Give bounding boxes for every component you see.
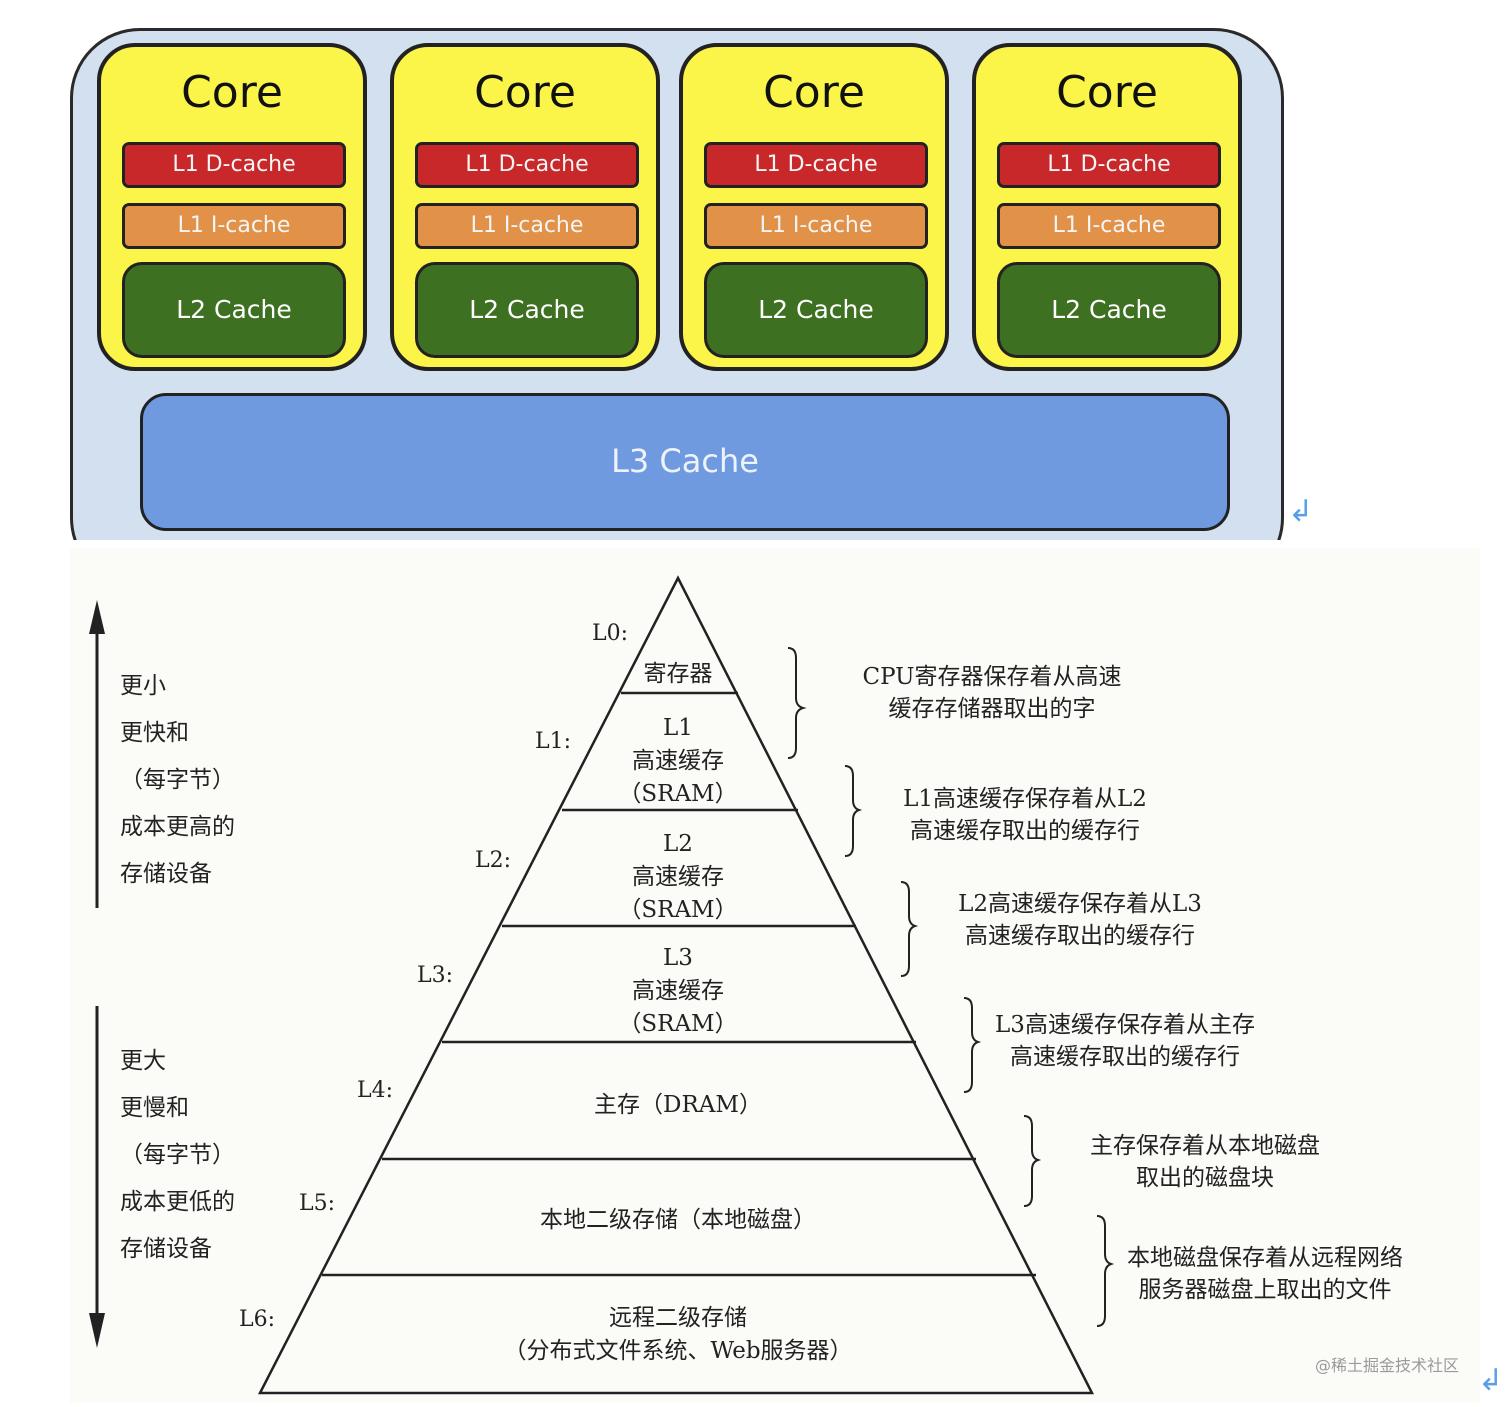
l1-dcache: L1 D-cache [704, 142, 928, 188]
tier-text: L2 [663, 831, 693, 857]
l1-dcache: L1 D-cache [997, 142, 1221, 188]
level-label-l4: L4: [357, 1078, 394, 1103]
note-l1: L1高速缓存保存着从L2 高速缓存取出的缓存行 [815, 783, 1235, 847]
tier-remote-storage: 远程二级存储 （分布式文件系统、Web服务器） [428, 1302, 928, 1368]
l2-cache: L2 Cache [997, 262, 1221, 358]
hierarchy-background [70, 548, 1480, 1403]
l1-dcache: L1 D-cache [122, 142, 346, 188]
brace [1096, 1215, 1115, 1327]
return-icon: ↲ [1478, 1363, 1504, 1398]
core-4: Core L1 D-cache L1 I-cache L2 Cache [972, 43, 1242, 371]
tier-l2-cache: L2 高速缓存 （SRAM） [528, 828, 828, 927]
brace [1023, 1115, 1042, 1207]
tier-l3-cache: L3 高速缓存 （SRAM） [528, 942, 828, 1041]
level-label-l5: L5: [299, 1191, 336, 1216]
pyramid-graphic [89, 575, 1115, 1395]
core-title: Core [474, 67, 576, 118]
brace [844, 765, 863, 857]
note-text: L1高速缓存保存着从L2 [903, 786, 1147, 812]
level-label-l1: L1: [535, 729, 572, 754]
note-text: 本地磁盘保存着从远程网络 [1127, 1245, 1403, 1271]
l1-icache: L1 I-cache [122, 203, 346, 249]
note-text: 高速缓存取出的缓存行 [910, 818, 1140, 844]
brace [900, 881, 919, 977]
note-text: 取出的磁盘块 [1136, 1165, 1274, 1191]
watermark: @稀土掘金技术社区 [1315, 1356, 1460, 1375]
note-l5: 本地磁盘保存着从远程网络 服务器磁盘上取出的文件 [1055, 1242, 1475, 1306]
tier-text: 高速缓存 [632, 864, 724, 890]
tier-text: 寄存器 [643, 661, 713, 687]
note-text: CPU寄存器保存着从高速 [862, 664, 1122, 690]
side-line: 成本更高的 [120, 814, 235, 840]
note-l2: L2高速缓存保存着从L3 高速缓存取出的缓存行 [870, 888, 1290, 952]
level-label-l2: L2: [475, 848, 512, 873]
faster-storage-description: 更小 更快和 （每字节） 成本更高的 存储设备 [120, 663, 320, 898]
side-line: 更大 [120, 1048, 166, 1074]
core-title: Core [181, 67, 283, 118]
side-line: （每字节） [120, 767, 235, 793]
up-arrow-icon [89, 600, 105, 634]
note-text: 服务器磁盘上取出的文件 [1138, 1277, 1392, 1303]
core-title: Core [1056, 67, 1158, 118]
l3-cache: L3 Cache [140, 393, 1230, 531]
tier-text: 高速缓存 [632, 748, 724, 774]
note-l0: CPU寄存器保存着从高速 缓存存储器取出的字 [782, 661, 1202, 725]
tier-text: （SRAM） [618, 1011, 738, 1037]
tier-registers: 寄存器 [528, 658, 828, 691]
tier-text: 高速缓存 [632, 978, 724, 1004]
side-line: 存储设备 [120, 1236, 212, 1262]
tier-text: L1 [663, 715, 693, 741]
l2-cache: L2 Cache [415, 262, 639, 358]
l1-icache: L1 I-cache [415, 203, 639, 249]
tier-text: 远程二级存储 [609, 1305, 747, 1331]
tier-text: （分布式文件系统、Web服务器） [503, 1338, 853, 1364]
l2-cache: L2 Cache [704, 262, 928, 358]
core-title: Core [763, 67, 865, 118]
l1-icache: L1 I-cache [704, 203, 928, 249]
tier-text: 本地二级存储（本地磁盘） [540, 1207, 816, 1233]
note-text: 缓存存储器取出的字 [888, 696, 1096, 722]
level-label-l0: L0: [592, 621, 629, 646]
side-line: （每字节） [120, 1142, 235, 1168]
tier-text: （SRAM） [618, 897, 738, 923]
level-label-l3: L3: [417, 963, 454, 988]
note-text: 主存保存着从本地磁盘 [1090, 1133, 1320, 1159]
tier-local-storage: 本地二级存储（本地磁盘） [478, 1204, 878, 1237]
side-line: 更慢和 [120, 1095, 189, 1121]
down-arrow-icon [89, 1313, 105, 1348]
memory-hierarchy-diagram: 更小 更快和 （每字节） 成本更高的 存储设备 更大 更慢和 （每字节） 成本更… [70, 548, 1503, 1403]
l2-cache: L2 Cache [122, 262, 346, 358]
side-line: 存储设备 [120, 861, 212, 887]
core-2: Core L1 D-cache L1 I-cache L2 Cache [390, 43, 660, 371]
level-label-l6: L6: [239, 1307, 276, 1332]
note-l3: L3高速缓存保存着从主存 高速缓存取出的缓存行 [915, 1009, 1335, 1073]
core-1: Core L1 D-cache L1 I-cache L2 Cache [97, 43, 367, 371]
tier-main-memory: 主存（DRAM） [528, 1089, 828, 1122]
side-line: 更小 [120, 673, 166, 699]
note-text: 高速缓存取出的缓存行 [965, 923, 1195, 949]
core-3: Core L1 D-cache L1 I-cache L2 Cache [679, 43, 949, 371]
side-line: 更快和 [120, 720, 189, 746]
note-text: 高速缓存取出的缓存行 [1010, 1044, 1240, 1070]
tier-text: 主存（DRAM） [594, 1092, 762, 1118]
brace [787, 647, 807, 759]
brace [963, 997, 982, 1093]
tier-text: （SRAM） [618, 781, 738, 807]
l1-dcache: L1 D-cache [415, 142, 639, 188]
note-text: L2高速缓存保存着从L3 [958, 891, 1202, 917]
tier-l1-cache: L1 高速缓存 （SRAM） [528, 712, 828, 811]
slower-storage-description: 更大 更慢和 （每字节） 成本更低的 存储设备 [120, 1038, 320, 1273]
note-l4: 主存保存着从本地磁盘 取出的磁盘块 [995, 1130, 1415, 1194]
side-line: 成本更低的 [120, 1189, 235, 1215]
cpu-cache-diagram: Core L1 D-cache L1 I-cache L2 Cache Core… [0, 0, 1512, 540]
return-icon: ↲ [1288, 494, 1314, 529]
l1-icache: L1 I-cache [997, 203, 1221, 249]
pyramid-outline [257, 575, 1095, 1395]
note-text: L3高速缓存保存着从主存 [995, 1012, 1255, 1038]
tier-text: L3 [663, 945, 693, 971]
